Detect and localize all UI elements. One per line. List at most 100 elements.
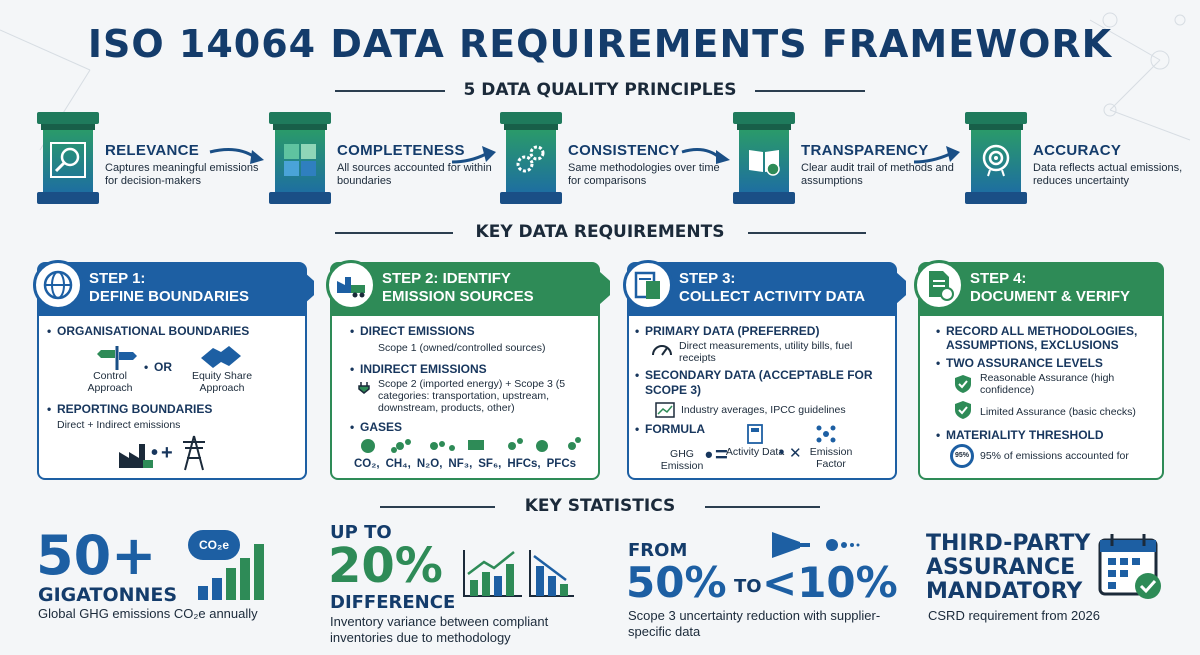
bullet-heading: RECORD ALL METHODOLOGIES, ASSUMPTIONS, E… bbox=[936, 324, 1156, 352]
step-1-card: STEP 1: DEFINE BOUNDARIES ORGANISATIONAL… bbox=[33, 260, 307, 480]
gears-icon bbox=[516, 145, 545, 173]
stat-big-number-from: 50% bbox=[626, 558, 727, 607]
stats-heading: KEY STATISTICS bbox=[0, 496, 1200, 516]
requirements-heading: KEY DATA REQUIREMENTS bbox=[0, 222, 1200, 242]
bullet-heading: FORMULA bbox=[635, 422, 705, 436]
principles-heading: 5 DATA QUALITY PRINCIPLES bbox=[0, 80, 1200, 100]
pillar bbox=[500, 112, 562, 204]
decline-chart-icon bbox=[529, 550, 574, 597]
puzzle-icon bbox=[284, 144, 316, 176]
signpost-icon bbox=[97, 346, 137, 370]
step-body: PRIMARY DATA (PREFERRED) Direct measurem… bbox=[627, 316, 897, 480]
principle-desc: All sources accounted for within boundar… bbox=[337, 162, 492, 187]
gas-list: CO₂, CH₄, N₂O, NF₃, SF₆, HFCs, PFCs bbox=[354, 458, 576, 470]
threshold-desc: 95% of emissions accounted for bbox=[980, 450, 1129, 462]
step-body: DIRECT EMISSIONS Scope 1 (owned/controll… bbox=[330, 316, 600, 480]
chart-icon bbox=[655, 402, 675, 418]
reasonable-assurance: Reasonable Assurance (high confidence) bbox=[980, 372, 1115, 396]
arrow-right-icon bbox=[274, 272, 314, 304]
gauge-icon bbox=[652, 345, 672, 356]
gas-n2o: N₂O, bbox=[416, 458, 443, 470]
shield-check-icon bbox=[955, 401, 971, 419]
step-title-line1: STEP 4: bbox=[970, 270, 1027, 287]
step-title-line2: COLLECT ACTIVITY DATA bbox=[679, 288, 866, 305]
bullet-heading: ORGANISATIONAL BOUNDARIES bbox=[47, 324, 249, 338]
principle-title: ACCURACY bbox=[1033, 142, 1122, 159]
formula-activity-data: Activity Data bbox=[725, 446, 785, 458]
stat-line1: THIRD-PARTY bbox=[926, 531, 1091, 556]
document-check-icon bbox=[914, 260, 964, 310]
bullet-heading: DIRECT EMISSIONS bbox=[350, 324, 475, 338]
step-title-line1: STEP 1: bbox=[89, 270, 146, 287]
magnifier-icon bbox=[50, 142, 86, 178]
arrow-right-icon bbox=[866, 272, 906, 304]
principle-desc: Clear audit trail of methods and assumpt… bbox=[801, 162, 954, 187]
step-body: RECORD ALL METHODOLOGIES, ASSUMPTIONS, E… bbox=[918, 316, 1164, 480]
factory-icon bbox=[119, 444, 153, 468]
curved-arrow-icon bbox=[681, 148, 730, 164]
curved-arrow-icon bbox=[913, 146, 960, 164]
secondary-desc: Industry averages, IPCC guidelines bbox=[681, 404, 846, 416]
principle-consistency: CONSISTENCY Same methodologies over time… bbox=[500, 112, 730, 207]
formula-ghg: GHG Emission bbox=[660, 448, 704, 472]
limited-assurance: Limited Assurance (basic checks) bbox=[980, 406, 1136, 418]
equity-share-label: Equity Share Approach bbox=[191, 370, 253, 394]
principle-title: CONSISTENCY bbox=[568, 142, 680, 159]
arrow-right-icon bbox=[570, 272, 610, 304]
step-title-line1: STEP 2: IDENTIFY bbox=[382, 270, 511, 287]
vehicle-factory-icon bbox=[326, 260, 376, 310]
calculator-icon bbox=[747, 424, 763, 444]
gas-pfcs: PFCs bbox=[546, 458, 577, 470]
gas-sf6: SF₆, bbox=[478, 458, 502, 470]
principle-completeness: COMPLETENESS All sources accounted for w… bbox=[269, 112, 499, 207]
gas-co2: CO₂, bbox=[354, 458, 380, 470]
stat-prefix: UP TO bbox=[330, 522, 392, 543]
principle-accuracy: ACCURACY Data reflects actual emissions,… bbox=[965, 112, 1195, 207]
calendar-check-icon bbox=[1098, 534, 1161, 599]
principle-desc: Same methodologies over time for compari… bbox=[568, 162, 720, 187]
gas-ch4: CH₄, bbox=[385, 458, 411, 470]
pillar bbox=[733, 112, 795, 204]
stat-line3: MANDATORY bbox=[926, 579, 1083, 604]
molecule-icon bbox=[816, 425, 836, 443]
step-4-card: STEP 4: DOCUMENT & VERIFY RECORD ALL MET… bbox=[914, 260, 1164, 480]
percent-badge-icon: 95% bbox=[950, 444, 974, 468]
principle-relevance: RELEVANCE Captures meaningful emissions … bbox=[37, 112, 267, 207]
formula-times: ✕ bbox=[779, 444, 801, 462]
principle-desc: Captures meaningful emissions for decisi… bbox=[105, 162, 259, 187]
step-title-line2: EMISSION SOURCES bbox=[382, 288, 534, 305]
step-header: STEP 1: DEFINE BOUNDARIES bbox=[37, 262, 307, 316]
pillar bbox=[37, 112, 99, 204]
reporting-desc: Direct + Indirect emissions bbox=[57, 419, 181, 431]
bullet-heading: MATERIALITY THRESHOLD bbox=[936, 428, 1104, 442]
shield-check-icon bbox=[955, 375, 971, 393]
step-title-line1: STEP 3: bbox=[679, 270, 736, 287]
stat-to-label: TO bbox=[734, 576, 762, 597]
book-icon bbox=[749, 150, 780, 176]
bullet-heading: PRIMARY DATA (PREFERRED) bbox=[635, 324, 819, 338]
target-icon bbox=[982, 144, 1010, 177]
curved-arrow-icon bbox=[451, 146, 496, 164]
gas-nf3: NF₃, bbox=[448, 458, 473, 470]
stat-desc: Inventory variance between compliant inv… bbox=[330, 614, 549, 645]
power-tower-icon bbox=[183, 435, 205, 471]
stat-desc: CSRD requirement from 2026 bbox=[928, 608, 1100, 623]
plus-label: + bbox=[151, 442, 172, 465]
bullet-heading: REPORTING BOUNDARIES bbox=[47, 402, 212, 416]
stat-line2: ASSURANCE bbox=[926, 555, 1076, 580]
pillar bbox=[269, 112, 331, 204]
stat-desc: Scope 3 uncertainty reduction with suppl… bbox=[628, 608, 881, 639]
globe-icon bbox=[33, 260, 83, 310]
gas-molecule-icons bbox=[356, 436, 586, 456]
step-body: ORGANISATIONAL BOUNDARIES Control Approa… bbox=[37, 316, 307, 480]
page-title: ISO 14064 DATA REQUIREMENTS FRAMEWORK bbox=[87, 22, 1113, 66]
step-title-line2: DEFINE BOUNDARIES bbox=[89, 288, 250, 305]
principle-transparency: TRANSPARENCY Clear audit trail of method… bbox=[733, 112, 963, 207]
primary-desc: Direct measurements, utility bills, fuel… bbox=[679, 340, 853, 364]
principle-title: TRANSPARENCY bbox=[801, 142, 929, 159]
bullet-heading: SECONDARY DATA (ACCEPTABLE FOR SCOPE 3) bbox=[635, 368, 885, 398]
curved-arrow-icon bbox=[209, 148, 264, 164]
stat-desc: Global GHG emissions CO₂e annually bbox=[38, 606, 258, 621]
or-label: OR bbox=[144, 360, 172, 374]
funnel-narrowing-icon bbox=[772, 532, 860, 558]
